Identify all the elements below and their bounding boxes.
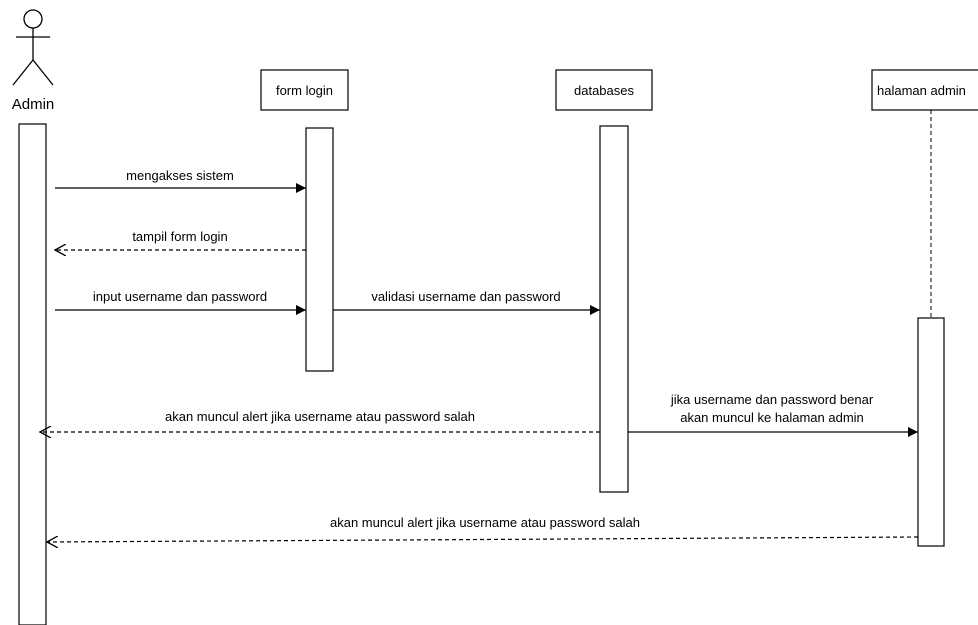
actor-name: Admin	[12, 96, 55, 113]
actor-stick-figure-icon	[12, 9, 54, 86]
actor-admin[interactable]: Admin	[12, 9, 55, 113]
databases-activation-bar	[599, 125, 629, 493]
participant-halaman-admin[interactable]	[871, 69, 978, 111]
message-label-validasi: validasi username dan password	[371, 289, 560, 304]
message-label-alert-halaman-admin: akan muncul alert jika username atau pas…	[330, 515, 640, 530]
message-label-mengakses-sistem: mengakses sistem	[126, 168, 234, 183]
message-label-halaman-admin-line2: akan muncul ke halaman admin	[680, 410, 864, 425]
halaman-admin-activation-bar	[917, 317, 945, 547]
message-label-tampil-form-login: tampil form login	[132, 229, 227, 244]
participant-form-login-label: form login	[276, 83, 333, 98]
participant-form-login[interactable]	[260, 69, 349, 111]
message-label-input-username: input username dan password	[93, 289, 267, 304]
message-arrow-alert-halaman-admin	[47, 537, 919, 542]
message-label-alert-databases: akan muncul alert jika username atau pas…	[165, 409, 475, 424]
participant-databases[interactable]	[555, 69, 653, 111]
form-login-activation-bar	[305, 127, 334, 372]
message-label-halaman-admin-line1: jika username dan password benar	[670, 392, 874, 407]
participant-halaman-admin-label: halaman admin	[877, 83, 966, 98]
admin-activation-bar	[18, 123, 47, 625]
participant-databases-label: databases	[574, 83, 634, 98]
